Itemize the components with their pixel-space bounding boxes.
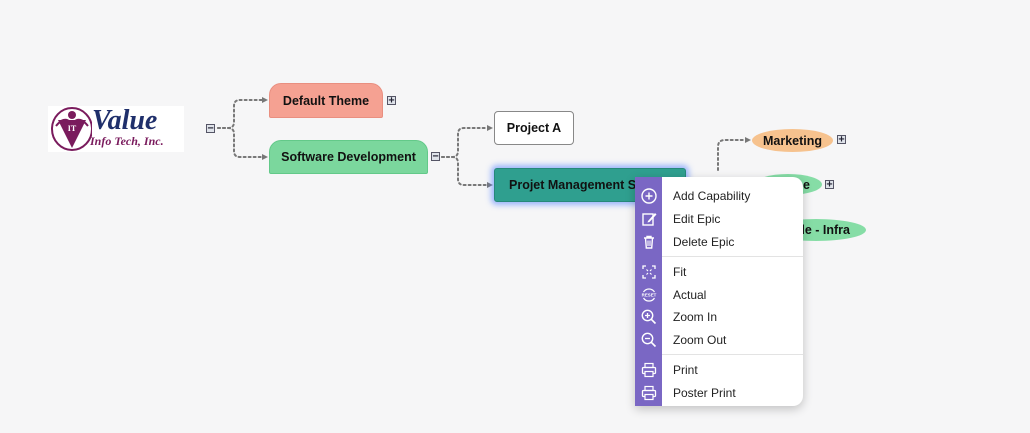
menu-item-fit[interactable]: Fit [635,261,803,283]
menu-item-zoom-out[interactable]: Zoom Out [635,329,803,351]
plus-circle-icon [641,188,657,204]
menu-item-label: Add Capability [673,189,751,203]
menu-item-print[interactable]: Print [635,359,803,381]
node-marketing[interactable]: Marketing [752,129,833,152]
logo-brand-text: Value [92,105,158,136]
printer-icon [641,385,657,401]
node-label: Software Development [281,150,416,164]
zoom-in-icon [641,309,657,325]
node-label: Default Theme [282,93,370,108]
context-menu: Add Capability Edit Epic Delete Epic Fit… [635,177,803,406]
node-label: Projet Management So [509,178,644,192]
menu-item-label: Poster Print [673,386,736,400]
fit-icon [642,265,656,279]
menu-item-add-capability[interactable]: Add Capability [635,185,803,207]
svg-text:IT: IT [68,124,77,133]
node-label: Marketing [762,133,823,148]
node-label: le - Infra [801,223,850,237]
svg-text:RESET: RESET [642,293,657,298]
zoom-out-icon [641,332,657,348]
edit-icon [642,213,657,226]
trash-icon [644,235,654,249]
menu-item-poster-print[interactable]: Poster Print [635,382,803,404]
menu-item-delete-epic[interactable]: Delete Epic [635,231,803,253]
menu-item-label: Actual [673,288,707,302]
node-software-development[interactable]: Software Development [269,140,428,174]
menu-item-label: Print [673,363,698,377]
menu-item-actual[interactable]: RESET Actual [635,284,803,306]
menu-divider [662,354,803,355]
menu-item-label: Zoom Out [673,333,727,347]
menu-item-edit-epic[interactable]: Edit Epic [635,208,803,230]
logo-emblem-icon: IT [51,107,92,151]
node-default-theme[interactable]: Default Theme [269,83,383,118]
reset-icon: RESET [642,288,657,302]
company-logo: IT Value Info Tech, Inc. [48,106,184,152]
software-development-collapse-toggle[interactable]: − [431,151,440,162]
menu-item-label: Delete Epic [673,235,735,249]
node-project-a[interactable]: Project A [494,111,574,145]
printer-icon [641,362,657,378]
node-label: Project A [506,121,562,135]
menu-item-label: Zoom In [673,310,718,324]
menu-item-label: Fit [673,265,687,279]
marketing-expand-toggle[interactable]: + [837,134,846,145]
menu-item-zoom-in[interactable]: Zoom In [635,306,803,328]
node-label: e [803,177,810,192]
logo-subtitle-text: Info Tech, Inc. [90,134,164,148]
default-theme-expand-toggle[interactable]: + [387,95,396,106]
menu-divider [662,256,803,257]
root-collapse-toggle[interactable]: − [206,123,215,134]
partial-node-expand-toggle[interactable]: + [825,179,834,190]
menu-item-label: Edit Epic [673,212,721,226]
